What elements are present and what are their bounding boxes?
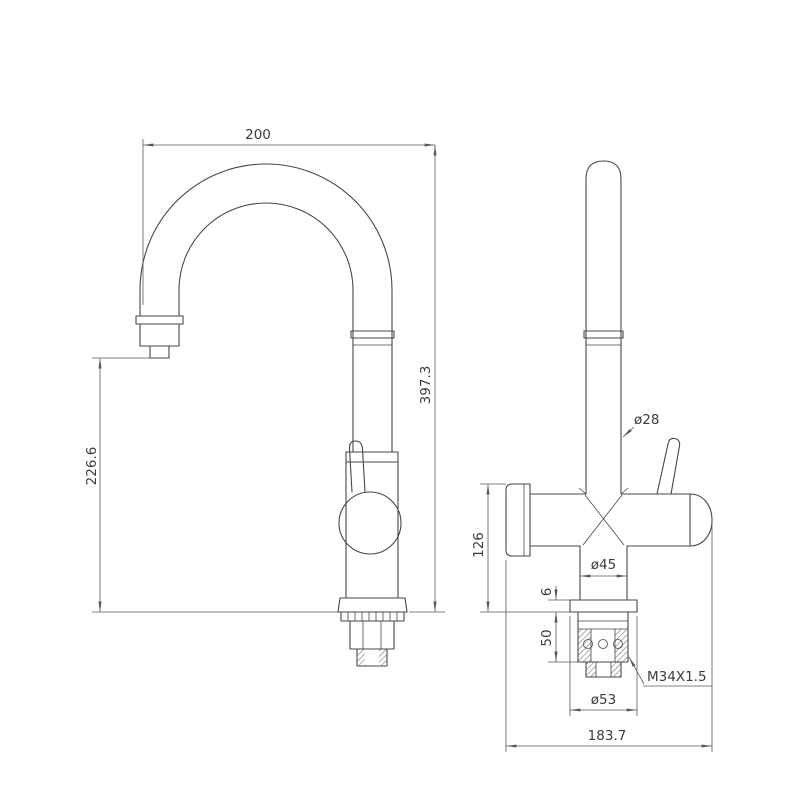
body-outline [337, 451, 408, 613]
riser-outline [350, 289, 395, 453]
dim-thread-spec-label: M34X1.5 [647, 669, 707, 685]
dim-thread-length-label: 50 [539, 629, 555, 646]
dim-spout-reach-label: 200 [245, 127, 271, 143]
mounting-hardware [340, 611, 405, 667]
dim-body-diameter-label: ø45 [591, 557, 616, 573]
handle-lever [338, 440, 402, 555]
dim-base-step-label: 6 [539, 588, 555, 597]
dim-riser-diameter-label: ø28 [634, 412, 659, 428]
front-lever [656, 437, 681, 495]
spout-outline [135, 163, 393, 359]
front-view [505, 160, 713, 678]
side-view [135, 163, 408, 667]
threaded-shank [577, 611, 629, 678]
dim-outlet-height-label: 226.6 [84, 447, 100, 486]
dim-total-height-label: 397.3 [418, 366, 434, 405]
dim-body-height-label: 126 [471, 532, 487, 558]
dim-overall-width-label: 183.7 [588, 728, 627, 744]
junction-x-mark [582, 494, 625, 546]
neck-flange-outline [569, 545, 638, 613]
handle-knob [338, 491, 402, 555]
pipe-outline [583, 160, 624, 495]
dim-base-diameter-label: ø53 [591, 692, 616, 708]
cross-body-outline [505, 437, 713, 557]
dimension-annotations: 200 397.3 226.6 ø28 126 ø45 6 50 M34X1.5 [84, 127, 713, 752]
